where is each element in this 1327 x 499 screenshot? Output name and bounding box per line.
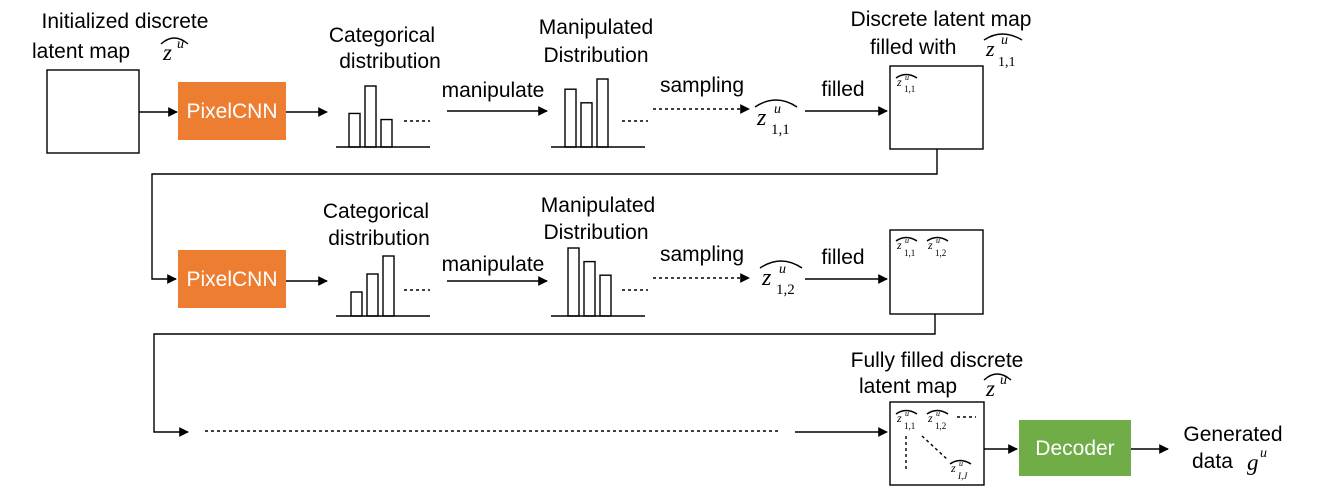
filled-latent-map-2 — [889, 229, 984, 315]
connector-row1-to-row2 — [151, 149, 938, 284]
svg-text:u: u — [936, 236, 940, 245]
histogram-bar — [348, 112, 361, 148]
manipulate-label-2: manipulate — [442, 253, 545, 276]
histogram-bar — [580, 102, 593, 148]
cell-z11-map3: z u 1,1 — [895, 409, 918, 431]
svg-text:z: z — [985, 376, 995, 401]
histogram-bar — [567, 247, 580, 317]
svg-text:u: u — [959, 459, 963, 468]
pixelcnn-block-2 — [178, 250, 286, 308]
histogram-bar — [380, 118, 393, 148]
filled-label-2: filled — [821, 246, 864, 269]
svg-text:z: z — [950, 461, 956, 475]
categorical-label-2a: Categorical — [323, 200, 429, 223]
svg-text:u: u — [905, 409, 909, 418]
histogram-bar — [382, 255, 395, 317]
init-map-label-line1: Initialized discrete — [42, 10, 209, 33]
svg-text:1,1: 1,1 — [904, 84, 915, 94]
categorical-histogram-1 — [348, 85, 393, 148]
initial-latent-map-box — [46, 69, 140, 154]
svg-text:1,1: 1,1 — [771, 122, 790, 138]
svg-text:z: z — [985, 36, 995, 61]
svg-text:u: u — [779, 262, 786, 277]
sampling-label-2: sampling — [660, 243, 744, 266]
manipulate-label-1: manipulate — [442, 79, 545, 102]
manipulated-label-2a: Manipulated — [541, 194, 655, 217]
histogram-bar — [564, 88, 577, 148]
svg-text:u: u — [1001, 33, 1008, 48]
svg-text:filled with: filled with — [870, 36, 956, 59]
svg-text:z: z — [927, 411, 933, 425]
full-map-label-a: Fully filled discrete — [851, 349, 1024, 372]
svg-text:u: u — [1260, 446, 1267, 461]
filled-latent-map-1 — [889, 65, 984, 150]
svg-text:1,2: 1,2 — [935, 248, 946, 258]
svg-text:z: z — [896, 411, 902, 425]
pixelcnn-label-1: PixelCNN — [186, 100, 277, 123]
svg-text:latent map: latent map — [859, 375, 957, 398]
cell-zIJ-map3: z u I,J — [949, 459, 972, 481]
manipulated-histogram-2 — [567, 247, 612, 317]
manipulated-histogram-1 — [564, 78, 609, 148]
svg-text:z: z — [162, 40, 172, 65]
generated-label-b: data g u — [1192, 446, 1267, 475]
cell-z12-map3: z u 1,2 — [926, 409, 949, 431]
histogram-bar — [596, 78, 609, 148]
svg-text:z: z — [927, 238, 933, 252]
pixelcnn-block-1 — [178, 82, 286, 140]
manipulated-label-2b: Distribution — [543, 221, 648, 244]
cell-z11-map2: z u 1,1 — [895, 236, 918, 258]
svg-text:latent map: latent map — [32, 40, 130, 63]
svg-text:u: u — [1000, 373, 1007, 388]
decoder-label: Decoder — [1035, 437, 1114, 460]
histogram-bar — [366, 273, 379, 317]
manipulated-label-1b: Distribution — [543, 44, 648, 67]
svg-text:1,2: 1,2 — [776, 282, 795, 298]
full-map-label-b: latent map z u — [859, 373, 1012, 401]
svg-text:data: data — [1192, 450, 1233, 473]
pixelcnn-label-2: PixelCNN — [186, 268, 277, 291]
svg-text:u: u — [936, 409, 940, 418]
svg-text:I,J: I,J — [957, 471, 968, 481]
manipulated-label-1a: Manipulated — [539, 16, 653, 39]
categorical-label-1b: distribution — [339, 50, 441, 73]
categorical-label-2b: distribution — [328, 227, 430, 250]
histogram-bar — [599, 274, 612, 317]
svg-text:1,1: 1,1 — [998, 55, 1016, 70]
histogram-bar — [583, 260, 596, 317]
categorical-histogram-2 — [350, 255, 395, 317]
connector-row2-to-row3 — [153, 314, 936, 437]
svg-text:1,1: 1,1 — [904, 248, 915, 258]
filled-label-1: filled — [821, 78, 864, 101]
cell-z11-map1: z u 1,1 — [895, 73, 918, 94]
svg-text:u: u — [905, 73, 909, 82]
filled-map-label-1a: Discrete latent map — [851, 8, 1032, 31]
histogram-bar — [350, 291, 363, 317]
svg-text:u: u — [774, 102, 781, 117]
sample-z11: z u 1,1 — [754, 99, 798, 138]
svg-text:1,2: 1,2 — [935, 421, 946, 431]
cell-z12-map2: z u 1,2 — [926, 236, 949, 258]
svg-text:z: z — [896, 238, 902, 252]
sampling-label-1: sampling — [660, 74, 744, 97]
histogram-bar — [364, 85, 377, 148]
svg-text:u: u — [905, 236, 909, 245]
init-map-label-line2: latent map z u — [32, 37, 189, 65]
categorical-label-1a: Categorical — [329, 24, 435, 47]
svg-text:z: z — [896, 75, 902, 89]
generated-label-a: Generated — [1183, 423, 1282, 446]
svg-text:z: z — [761, 265, 772, 291]
svg-text:1,1: 1,1 — [904, 421, 915, 431]
svg-text:u: u — [177, 37, 184, 52]
svg-text:g: g — [1247, 450, 1259, 475]
svg-text:z: z — [756, 105, 767, 131]
decoder-block — [1019, 420, 1131, 476]
filled-map-label-1b: filled with z u 1,1 — [870, 33, 1023, 70]
sample-z12: z u 1,2 — [759, 260, 803, 298]
